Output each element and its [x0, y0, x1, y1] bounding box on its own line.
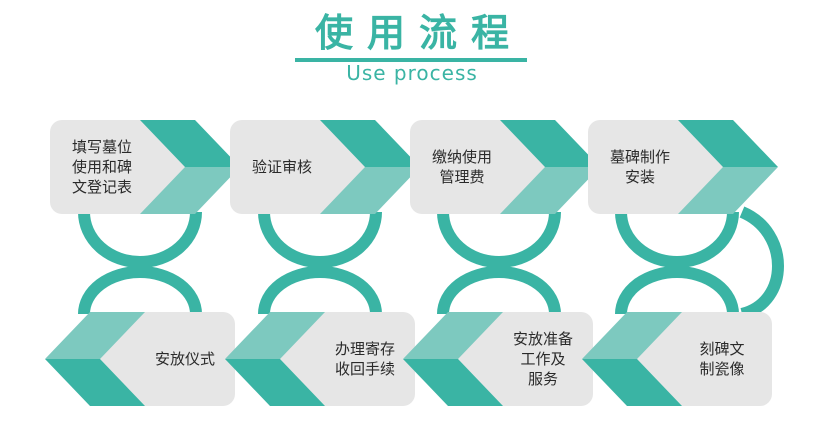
step-label-5: 刻碑文 制瓷像	[699, 340, 745, 378]
chevron-top-1	[140, 120, 240, 167]
chevron-top-4	[678, 120, 778, 167]
loop-top-4	[615, 211, 739, 268]
step-label-8: 安放仪式	[154, 350, 215, 368]
chevron-bbottom-2	[225, 359, 325, 406]
chevron-btop-3	[403, 312, 503, 359]
loop-bottom-4	[615, 266, 739, 315]
chevron-bottom-4	[678, 167, 778, 214]
step-label-6: 安放准备 工作及 服务	[512, 330, 573, 388]
chevron-bbottom-1	[45, 359, 145, 406]
step-box-b4	[632, 312, 772, 406]
loop-bottom-1	[78, 266, 202, 315]
connector-loops	[78, 206, 784, 320]
chevron-bbottom-3	[403, 359, 503, 406]
page-subtitle: Use process	[346, 61, 478, 85]
loop-top-1	[78, 211, 202, 268]
step-cards	[45, 120, 778, 406]
chevron-bbottom-4	[582, 359, 682, 406]
step-box-b1	[95, 312, 235, 406]
loop-bottom-2	[258, 266, 382, 315]
chevron-btop-1	[45, 312, 145, 359]
step-label-3: 缴纳使用 管理费	[431, 148, 492, 186]
step-label-2: 验证审核	[251, 158, 312, 176]
chevron-bottom-1	[140, 167, 240, 214]
step-box-4	[588, 120, 728, 214]
chevron-bottom-2	[320, 167, 420, 214]
loop-top-2	[258, 211, 382, 268]
loop-top-3	[437, 211, 561, 268]
chevron-top-2	[320, 120, 420, 167]
step-label-7: 办理寄存 收回手续	[334, 340, 395, 378]
chevron-bottom-3	[500, 167, 600, 214]
page-title: 使用流程	[314, 11, 523, 55]
step-label-4: 墓碑制作 安装	[609, 148, 670, 186]
title-underline	[295, 58, 527, 62]
chevron-btop-4	[582, 312, 682, 359]
loop-bottom-3	[437, 266, 561, 315]
step-box-3	[410, 120, 550, 214]
step-box-2	[230, 120, 370, 214]
step-box-b3	[453, 312, 593, 406]
loop-right-turn	[739, 206, 784, 320]
step-label-1: 填写墓位 使用和碑 文登记表	[71, 138, 132, 196]
step-box-1	[50, 120, 190, 214]
chevron-btop-2	[225, 312, 325, 359]
chevron-top-3	[500, 120, 600, 167]
step-box-b2	[275, 312, 415, 406]
